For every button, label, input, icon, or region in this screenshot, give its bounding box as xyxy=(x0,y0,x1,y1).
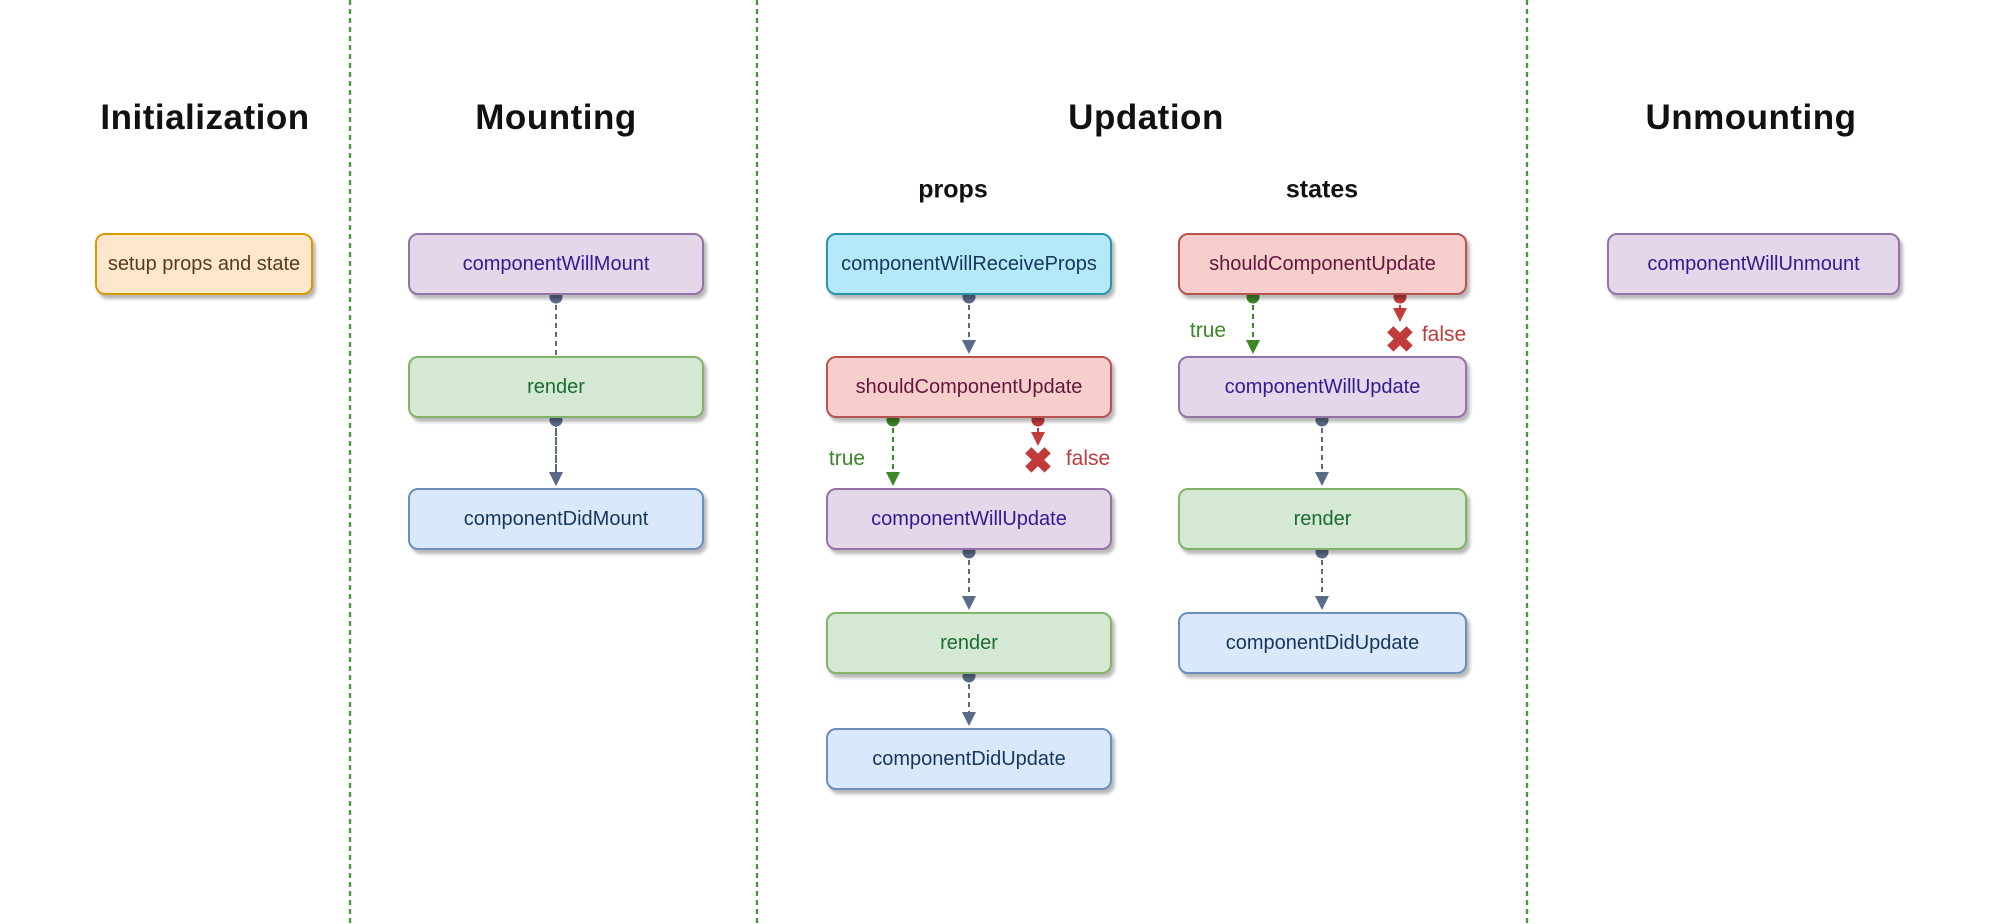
node-componentdidupdate-states: componentDidUpdate xyxy=(1178,612,1467,674)
node-componentwillreceiveprops: componentWillReceiveProps xyxy=(826,233,1112,295)
node-render-props: render xyxy=(826,612,1112,674)
false-x-icon: ✖ xyxy=(1384,319,1416,360)
node-componentwillunmount: componentWillUnmount xyxy=(1607,233,1900,295)
node-componentwillmount: componentWillMount xyxy=(408,233,704,295)
flow-arrow xyxy=(962,545,976,610)
node-componentdidmount: componentDidMount xyxy=(408,488,704,550)
column-header-states: states xyxy=(1285,175,1359,204)
flow-arrow xyxy=(962,669,976,726)
node-shouldcomponentupdate-props: shouldComponentUpdate xyxy=(826,356,1112,418)
flow-arrow xyxy=(962,290,976,354)
section-title-unmounting: Unmounting xyxy=(1645,98,1857,137)
column-header-props: props xyxy=(918,175,988,204)
node-shouldcomponentupdate-states: shouldComponentUpdate xyxy=(1178,233,1467,295)
section-title-initialization: Initialization xyxy=(100,98,310,137)
branch-label-true-states: true xyxy=(1189,319,1227,342)
node-componentwillupdate-props: componentWillUpdate xyxy=(826,488,1112,550)
node-componentwillupdate-states: componentWillUpdate xyxy=(1178,356,1467,418)
flow-arrow-true xyxy=(886,413,900,486)
node-componentdidupdate-props: componentDidUpdate xyxy=(826,728,1112,790)
branch-label-true-props: true xyxy=(828,447,866,470)
node-render-mounting: render xyxy=(408,356,704,418)
flow-arrow xyxy=(1315,413,1329,486)
branch-label-false-props: false xyxy=(1065,447,1111,470)
node-setup-props-and-state: setup props and state xyxy=(95,233,313,295)
section-title-mounting: Mounting xyxy=(475,98,637,137)
flow-arrow xyxy=(549,413,563,486)
flow-arrow xyxy=(1315,545,1329,610)
flow-arrow-false xyxy=(1393,290,1407,322)
branch-label-false-states: false xyxy=(1421,323,1467,346)
flow-arrow-true xyxy=(1246,290,1260,354)
node-render-states: render xyxy=(1178,488,1467,550)
false-x-icon: ✖ xyxy=(1022,440,1054,481)
section-title-updation: Updation xyxy=(1068,98,1224,137)
